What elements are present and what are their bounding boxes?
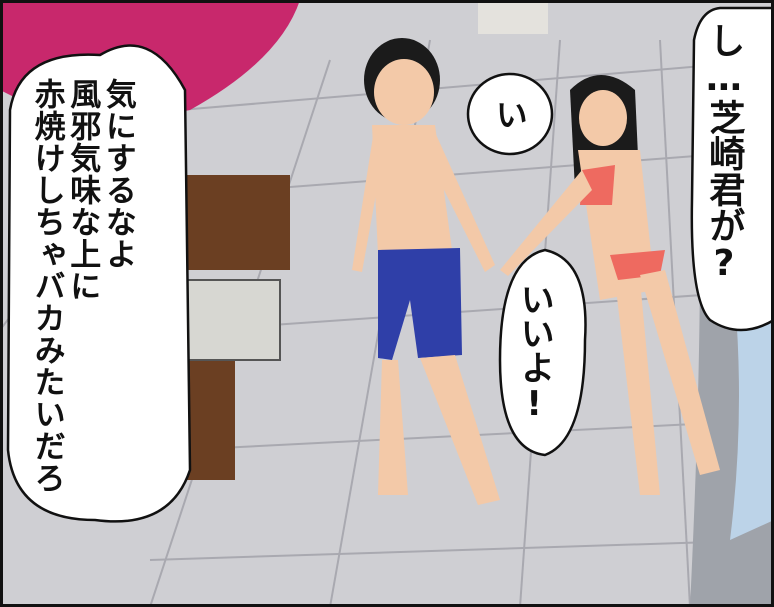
- dialogue-right: し…芝崎君が?: [703, 22, 745, 284]
- cooler-box: [184, 279, 281, 361]
- pool-water: [730, 290, 774, 540]
- dialogue-left: 気にするなよ 風邪気味な上に 赤焼けしちゃバカみたいだろ: [28, 78, 136, 494]
- speech-bubble-left: [6, 44, 192, 523]
- dialogue-small: い: [490, 98, 529, 130]
- background-legs: [478, 0, 548, 34]
- speech-bubble-small: [466, 72, 554, 156]
- girl-figure: [500, 75, 720, 495]
- speech-bubble-middle: [498, 248, 587, 457]
- speech-bubble-right: [690, 6, 774, 332]
- dialogue-middle: いいよ!: [514, 282, 555, 424]
- boy-figure: [352, 38, 500, 505]
